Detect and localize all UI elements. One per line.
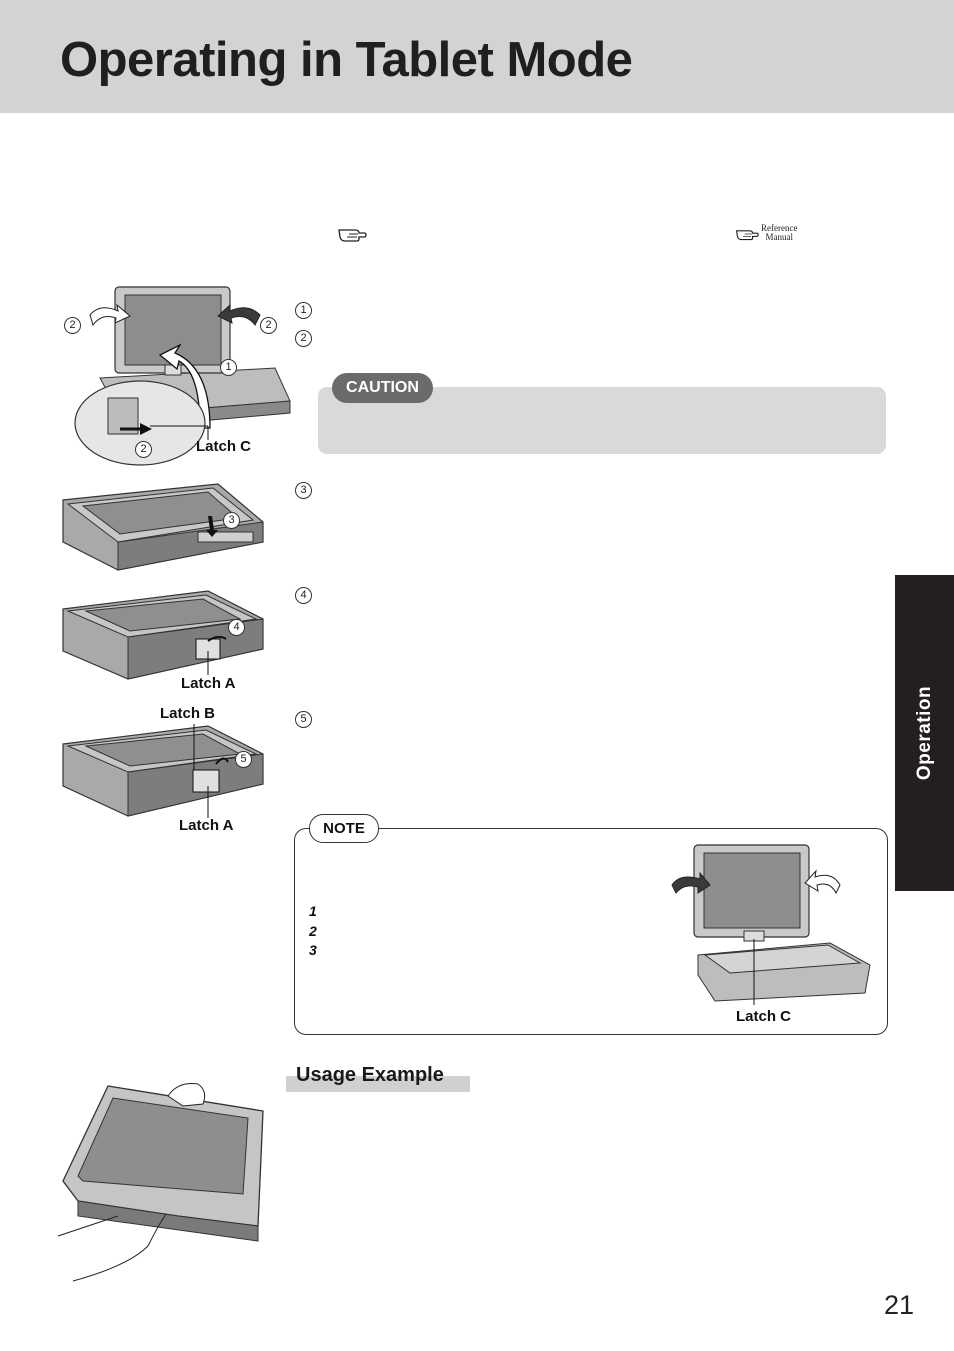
page-title: Operating in Tablet Mode xyxy=(60,33,633,87)
step-marker: 5 xyxy=(295,711,312,728)
usage-example-underline xyxy=(286,1076,470,1092)
step-marker: 5 xyxy=(235,751,252,768)
section-side-tab: Operation xyxy=(895,575,954,891)
step-marker: 2 xyxy=(135,441,152,458)
note-badge: NOTE xyxy=(309,814,379,843)
step-marker: 3 xyxy=(223,512,240,529)
step-marker: 2 xyxy=(64,317,81,334)
note-item-number: 2 xyxy=(309,923,317,939)
usage-example-heading: Usage Example xyxy=(286,1064,470,1092)
illustration-latch-b xyxy=(62,724,264,818)
note-item-number: 3 xyxy=(309,942,317,958)
reference-manual-label: Reference Manual xyxy=(761,224,797,242)
page-header: Operating in Tablet Mode xyxy=(0,0,954,113)
illustration-close-display xyxy=(62,483,264,571)
latch-b-label: Latch B xyxy=(160,705,216,722)
illustration-latch-a xyxy=(62,590,264,680)
step-marker: 1 xyxy=(220,359,237,376)
note-box xyxy=(294,828,888,1035)
step-marker: 4 xyxy=(228,619,245,636)
latch-a-label: Latch A xyxy=(179,817,234,834)
usage-example-label: Usage Example xyxy=(296,1064,444,1086)
pointing-hand-icon xyxy=(338,229,367,242)
latch-a-label: Latch A xyxy=(181,675,236,692)
illustration-rotate-display xyxy=(74,286,291,466)
step-marker: 1 xyxy=(295,302,312,319)
step-marker: 2 xyxy=(260,317,277,334)
page-number: 21 xyxy=(884,1290,915,1320)
caution-badge: CAUTION xyxy=(332,373,433,403)
latch-c-label: Latch C xyxy=(196,438,252,455)
note-item-number: 1 xyxy=(309,903,317,919)
illustration-note-rotate xyxy=(671,844,871,1005)
illustration-tablet-held xyxy=(57,1083,264,1282)
step-marker: 3 xyxy=(295,482,312,499)
latch-c-label: Latch C xyxy=(736,1008,792,1025)
step-marker: 4 xyxy=(295,587,312,604)
reference-manual-line2: Manual xyxy=(765,232,793,242)
step-marker: 2 xyxy=(295,330,312,347)
pointing-hand-icon xyxy=(735,230,759,241)
reference-manual-line1: Reference xyxy=(761,223,798,233)
section-side-tab-label: Operation xyxy=(913,685,935,781)
